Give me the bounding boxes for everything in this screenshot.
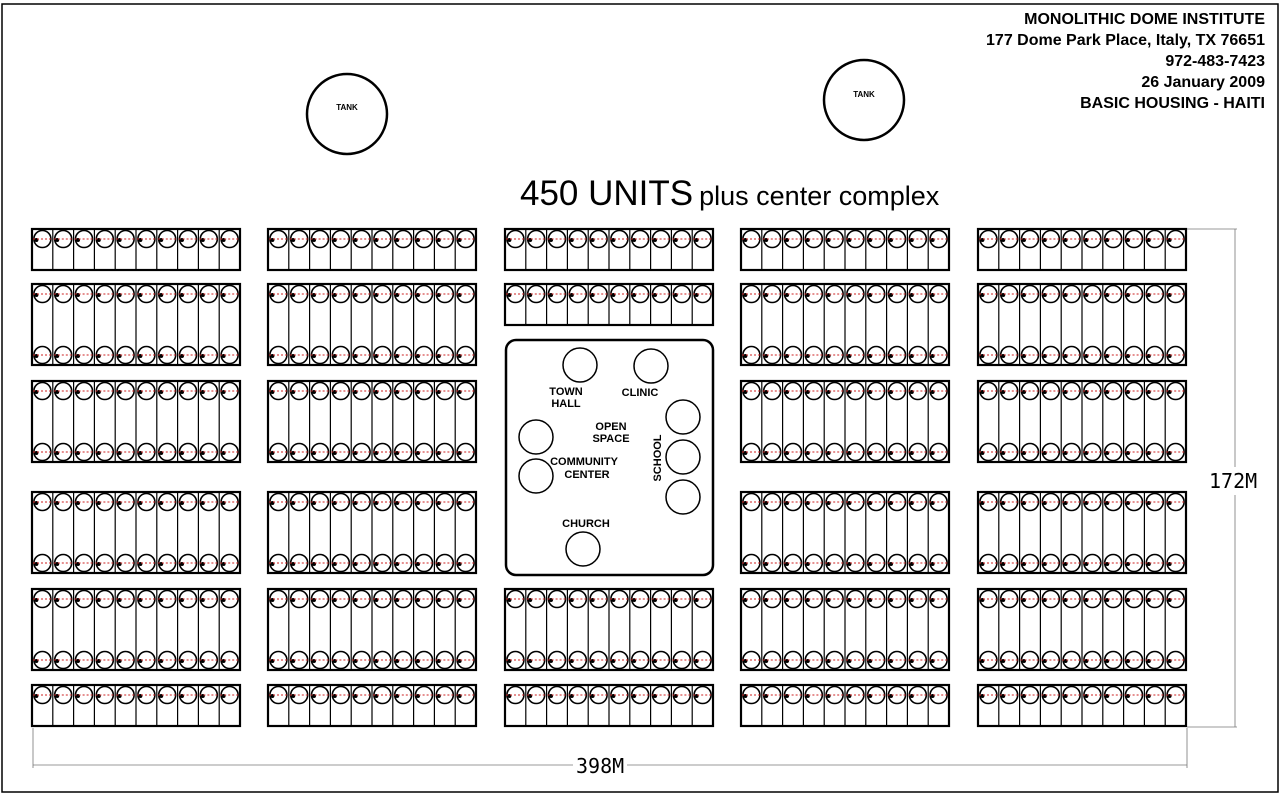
- community-center-label-line1: COMMUNITY: [550, 456, 618, 468]
- community-center-dome-2: [518, 458, 554, 494]
- housing-block: [503, 282, 715, 327]
- tank-right: TANK: [822, 58, 906, 142]
- housing-block: [266, 227, 478, 272]
- height-dimension-label: 172M: [1207, 467, 1260, 495]
- housing-block: [266, 282, 478, 367]
- housing-block: [503, 227, 715, 272]
- header-date: 26 January 2009: [1141, 74, 1265, 91]
- open-space-label-line1: OPEN: [595, 421, 626, 433]
- housing-block: [266, 490, 478, 575]
- drawing-border: [1, 3, 1279, 793]
- school-dome-1: [665, 399, 701, 435]
- community-center-dome-1: [518, 419, 554, 455]
- plan-title-rest: plus center complex: [699, 181, 940, 211]
- town-hall-label-line2: HALL: [551, 398, 581, 410]
- town-hall-label-line1: TOWN: [549, 386, 582, 398]
- housing-block: [739, 490, 951, 575]
- housing-block: [739, 683, 951, 728]
- housing-block: [976, 282, 1188, 367]
- church-dome: [565, 531, 601, 567]
- housing-block: [976, 379, 1188, 464]
- housing-block: [976, 227, 1188, 272]
- tank-left-circle: [305, 72, 389, 156]
- housing-block: [30, 379, 242, 464]
- center-complex-boundary: [504, 338, 715, 577]
- clinic-dome: [633, 348, 669, 384]
- plan-title-units: 450 UNITS: [520, 174, 694, 213]
- tank-left: TANK: [305, 72, 389, 156]
- tank-left-label: TANK: [336, 103, 358, 112]
- housing-block: [976, 490, 1188, 575]
- open-space-label-line2: SPACE: [592, 433, 629, 445]
- width-dimension-label: 398M: [573, 754, 628, 778]
- header-phone: 972-483-7423: [1165, 53, 1265, 70]
- housing-block: [739, 282, 951, 367]
- housing-block: [976, 587, 1188, 672]
- community-center-label-line2: CENTER: [564, 469, 609, 481]
- housing-block: [266, 683, 478, 728]
- town-hall-dome: [562, 347, 598, 383]
- housing-block: [30, 490, 242, 575]
- header-address: 177 Dome Park Place, Italy, TX 76651: [986, 32, 1265, 49]
- tank-right-label: TANK: [853, 90, 875, 99]
- housing-block: [30, 282, 242, 367]
- housing-block: [503, 587, 715, 672]
- tank-right-circle: [822, 58, 906, 142]
- school-label: SCHOOL: [652, 434, 664, 481]
- school-dome-3: [665, 479, 701, 515]
- housing-block: [976, 683, 1188, 728]
- housing-block: [503, 683, 715, 728]
- housing-block: [266, 587, 478, 672]
- housing-block: [739, 587, 951, 672]
- center-complex: TOWN HALL CLINIC OPEN SPACE COMMUNITY CE…: [504, 338, 715, 577]
- church-label: CHURCH: [562, 518, 610, 530]
- housing-block: [739, 379, 951, 464]
- housing-block: [266, 379, 478, 464]
- school-dome-2: [665, 439, 701, 475]
- housing-block: [739, 227, 951, 272]
- housing-block: [30, 587, 242, 672]
- housing-block: [30, 227, 242, 272]
- header-org-name: MONOLITHIC DOME INSTITUTE: [1024, 11, 1265, 28]
- housing-block: [30, 683, 242, 728]
- housing-blocks: [30, 227, 1188, 728]
- clinic-label: CLINIC: [622, 387, 659, 399]
- header-project: BASIC HOUSING - HAITI: [1080, 95, 1265, 112]
